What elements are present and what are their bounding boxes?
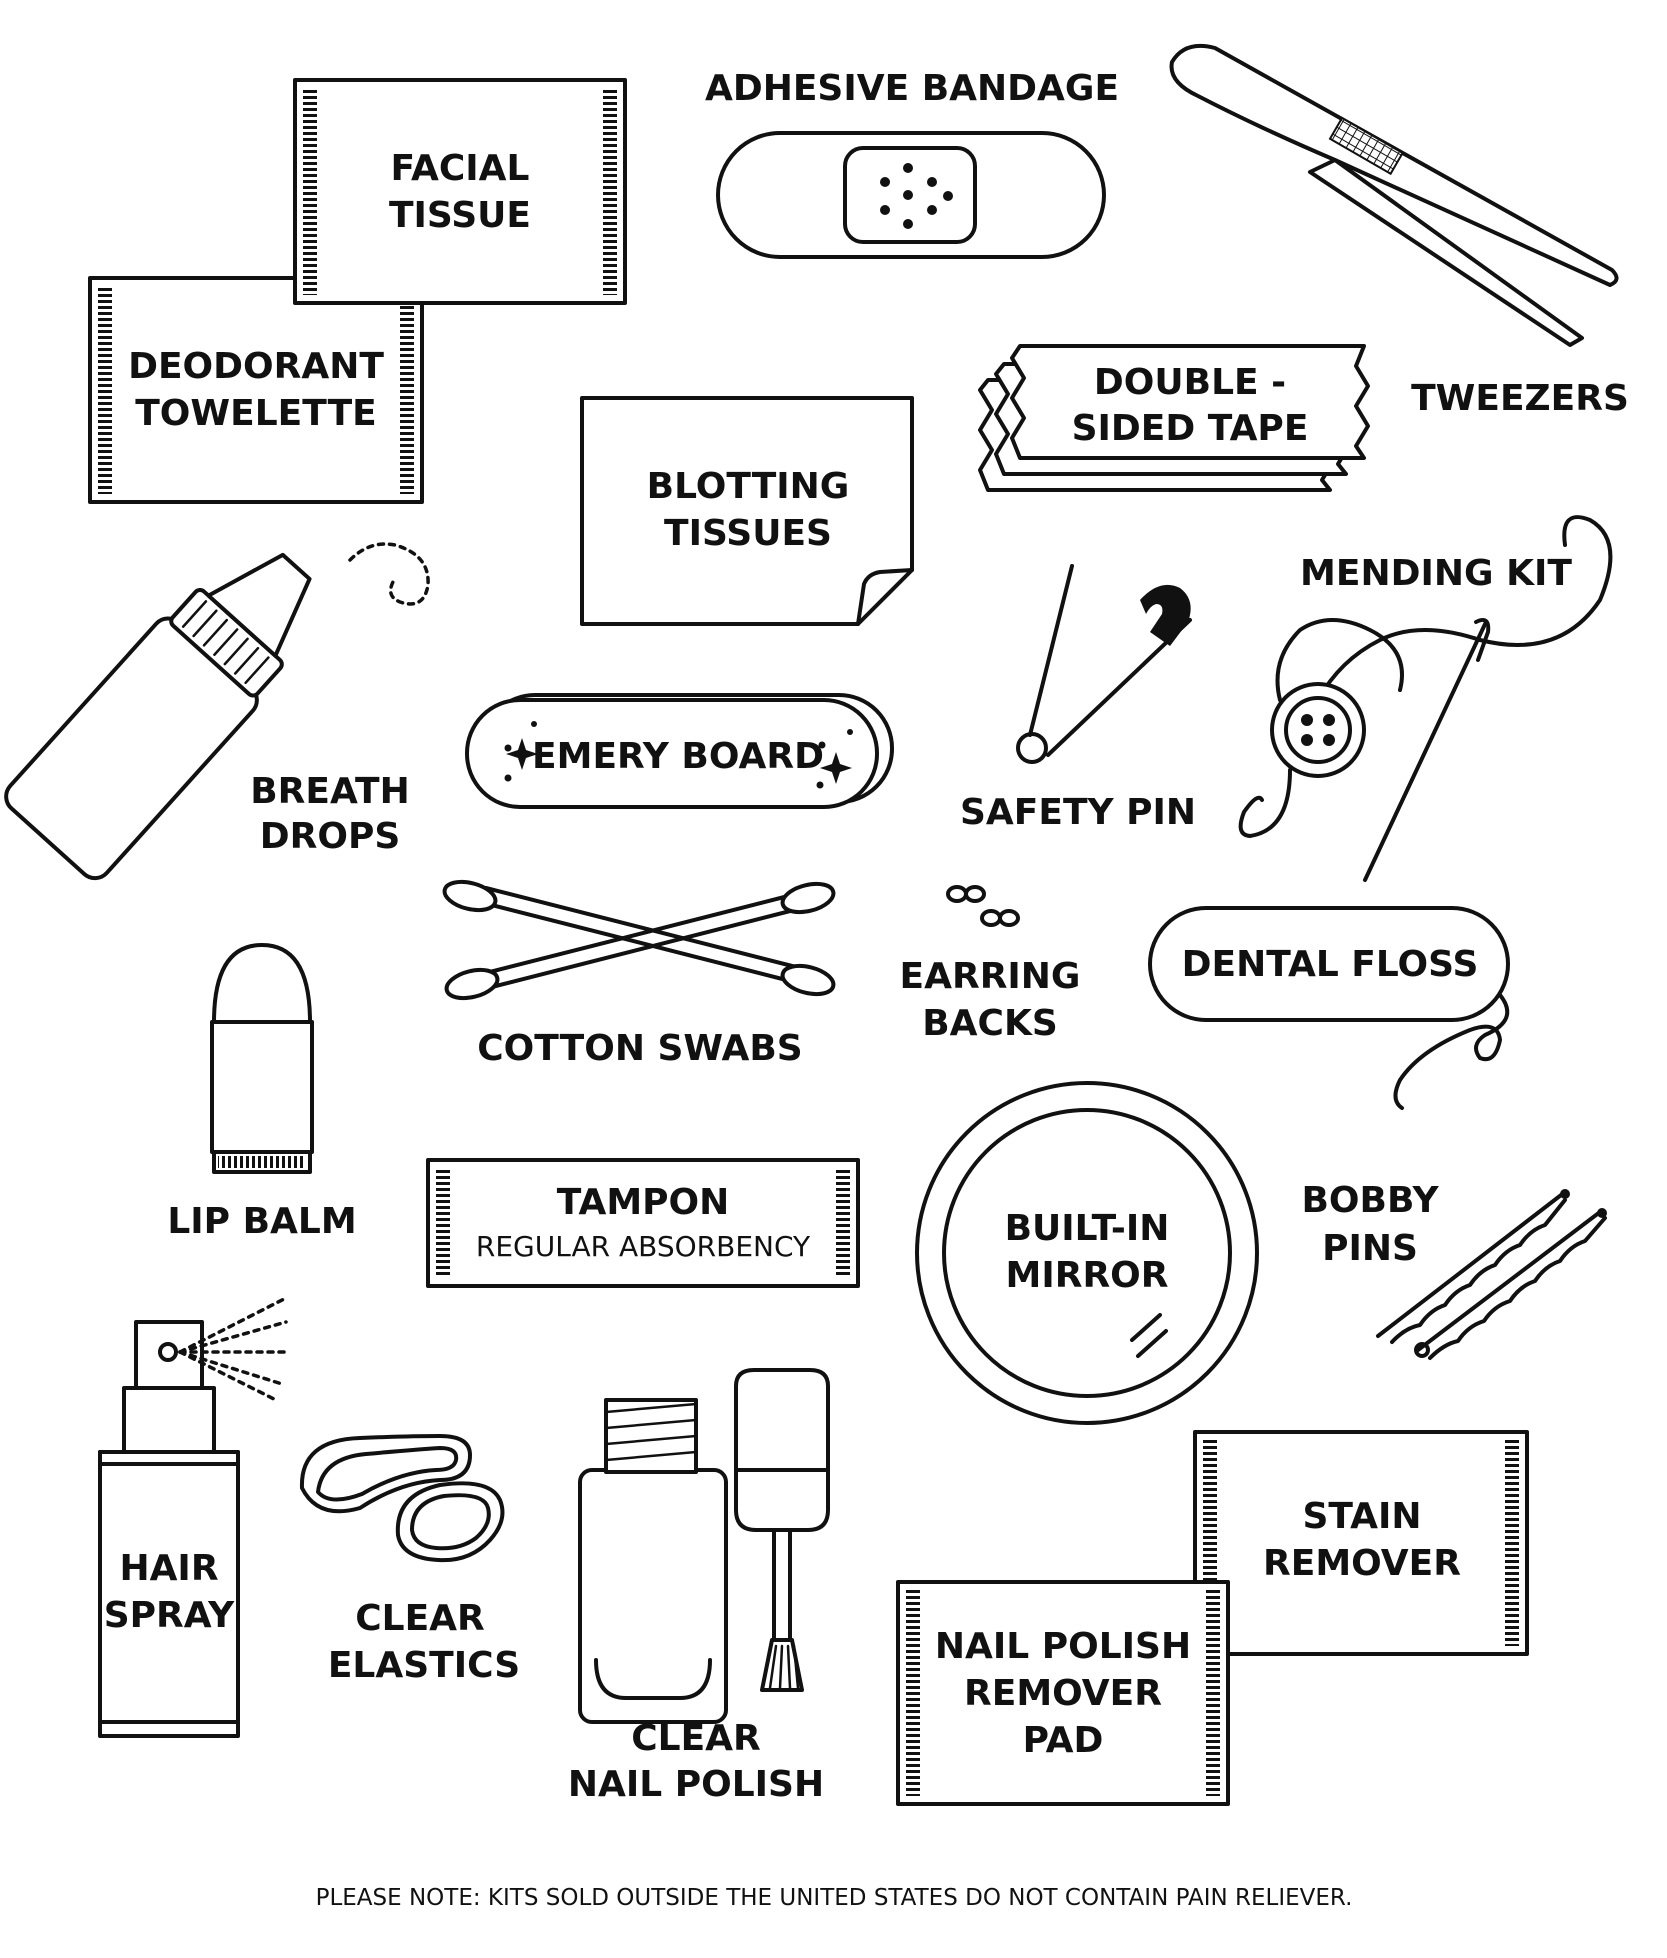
bobby-pins-label-2: PINS (1322, 1228, 1418, 1269)
safety-pin-label: SAFETY PIN (960, 792, 1196, 833)
earring-backs-label-1: EARRING (900, 956, 1081, 997)
mending-kit-label: MENDING KIT (1300, 553, 1572, 594)
mending-kit-icon (1238, 515, 1613, 882)
built-in-mirror-label-1: BUILT-IN (1005, 1208, 1170, 1249)
earring-backs-label-2: BACKS (922, 1003, 1058, 1044)
blotting-tissues-label-2: TISSUES (664, 513, 832, 554)
clear-elastics-icon (299, 1434, 505, 1563)
tampon-label: TAMPON (557, 1182, 730, 1223)
hair-spray-label-2: SPRAY (104, 1595, 235, 1636)
cotton-swabs-icon (442, 879, 836, 1001)
tweezers-label: TWEEZERS (1411, 378, 1629, 419)
deodorant-towelette-label-1: DEODORANT (128, 346, 384, 387)
adhesive-bandage-label: ADHESIVE BANDAGE (705, 68, 1119, 109)
earring-backs-icon (946, 885, 1020, 927)
tampon-packet (426, 1158, 860, 1288)
deodorant-towelette-label-2: TOWELETTE (135, 393, 377, 434)
facial-tissue-label-1: FACIAL (391, 148, 530, 189)
footnote: PLEASE NOTE: KITS SOLD OUTSIDE THE UNITE… (316, 1885, 1353, 1911)
clear-nail-polish-label-1: CLEAR (631, 1718, 761, 1759)
bobby-pins-icon (1376, 1189, 1607, 1360)
double-sided-tape-label-1: DOUBLE - (1094, 362, 1286, 403)
built-in-mirror-icon (915, 1081, 1259, 1425)
dental-floss-label: DENTAL FLOSS (1182, 944, 1479, 985)
breath-drops-icon (4, 542, 430, 881)
nail-polish-remover-pad-label-1: NAIL POLISH (935, 1626, 1191, 1667)
lip-balm-label: LIP BALM (167, 1201, 356, 1242)
lip-balm-icon (210, 943, 314, 1174)
facial-tissue-label-2: TISSUE (389, 195, 531, 236)
cotton-swabs-label: COTTON SWABS (477, 1028, 802, 1069)
bobby-pins-label-1: BOBBY (1301, 1180, 1439, 1221)
deodorant-towelette-packet (88, 276, 424, 504)
double-sided-tape-icon (978, 344, 1370, 492)
blotting-tissues-label-1: BLOTTING (647, 466, 850, 507)
clear-elastics-label-2: ELASTICS (328, 1645, 520, 1686)
breath-drops-label-2: DROPS (260, 816, 401, 857)
facial-tissue-packet (293, 78, 627, 305)
emery-board-icon (465, 693, 894, 809)
emery-board-label: EMERY BOARD (532, 736, 824, 777)
tampon-sub-label: REGULAR ABSORBENCY (476, 1230, 811, 1263)
hair-spray-label-1: HAIR (119, 1548, 218, 1589)
stain-remover-label-1: STAIN (1302, 1496, 1421, 1537)
hair-spray-icon (98, 1296, 288, 1738)
nail-polish-remover-pad-label-3: PAD (1023, 1720, 1104, 1761)
built-in-mirror-label-2: MIRROR (1006, 1255, 1169, 1296)
stain-remover-packet (1193, 1430, 1529, 1656)
clear-nail-polish-icon (578, 1368, 830, 1724)
dental-floss-icon (1148, 906, 1510, 1110)
safety-pin-icon (1016, 564, 1192, 764)
blotting-tissues-icon (580, 396, 914, 626)
breath-drops-label-1: BREATH (250, 771, 410, 812)
clear-elastics-label-1: CLEAR (355, 1598, 485, 1639)
adhesive-bandage-icon (716, 131, 1106, 259)
nail-polish-remover-pad-label-2: REMOVER (964, 1673, 1162, 1714)
stain-remover-label-2: REMOVER (1263, 1543, 1461, 1584)
nail-polish-remover-pad-packet (896, 1580, 1230, 1806)
clear-nail-polish-label-2: NAIL POLISH (568, 1764, 824, 1805)
double-sided-tape-label-2: SIDED TAPE (1072, 408, 1309, 449)
tweezers-icon (1169, 43, 1619, 347)
